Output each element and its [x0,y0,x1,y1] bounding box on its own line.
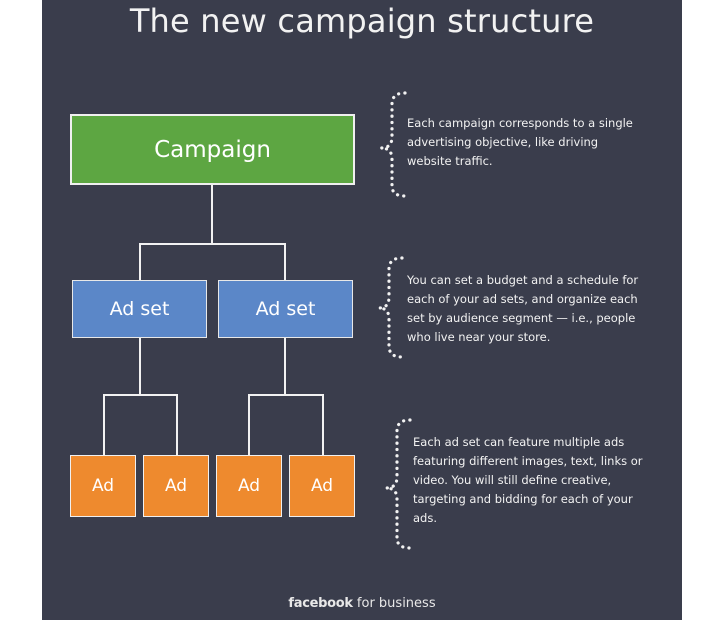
description-line: targeting and bidding for each of your [413,492,633,506]
adset-label: Ad set [109,298,170,320]
campaign-box: Campaign [70,114,355,185]
description-line: Each campaign corresponds to a single [407,116,633,130]
description-line: website traffic. [407,154,493,168]
connector-ad-4-drop [322,394,324,455]
connector-campaign-bar [139,243,285,245]
connector-adset-2-stem [284,338,286,395]
brace-adset [378,256,404,359]
connector-ad-2-drop [176,394,178,455]
description-line: advertising objective, like driving [407,135,599,149]
connector-ad-1-drop [103,394,105,455]
description-line: video. You will still define creative, [413,473,612,487]
description-line: featuring different images, text, links … [413,454,643,468]
brace-campaign [380,91,407,198]
campaign-label: Campaign [154,136,271,163]
description-line: who live near your store. [407,330,551,344]
brace-ad [385,418,412,550]
connector-ad-3-drop [248,394,250,455]
adset-label: Ad set [255,298,316,320]
ad-box-4: Ad [289,455,355,517]
infographic-panel: The new campaign structure Campaign Ad s… [42,0,682,620]
ad-description: Each ad set can feature multiple ads fea… [413,433,668,528]
page-title: The new campaign structure [129,2,595,40]
ad-label: Ad [164,476,188,496]
adset-description: You can set a budget and a schedule for … [407,271,662,347]
footer-suffix: for business [356,596,436,611]
ad-box-3: Ad [216,455,282,517]
ad-box-2: Ad [143,455,209,517]
connector-adset-1-stem [139,338,141,395]
description-line: each of your ad sets, and organize each [407,292,638,306]
adset-box-2: Ad set [218,280,353,338]
adset-box-1: Ad set [72,280,207,338]
connector-adset-2-drop [284,243,286,280]
connector-adset-1-drop [139,243,141,280]
ad-box-1: Ad [70,455,136,517]
connector-adset-2-bar [248,394,323,396]
description-line: set by audience segment — i.e., people [407,311,636,325]
description-line: You can set a budget and a schedule for [407,273,639,287]
ad-label: Ad [237,476,261,496]
facebook-wordmark: facebook [288,596,353,611]
description-line: Each ad set can feature multiple ads [413,435,625,449]
ad-label: Ad [310,476,334,496]
ad-label: Ad [91,476,115,496]
connector-adset-1-bar [103,394,177,396]
description-line: ads. [413,511,437,525]
campaign-description: Each campaign corresponds to a single ad… [407,114,662,171]
footer-branding: facebook for business [42,596,682,611]
connector-campaign-stem [211,184,213,244]
